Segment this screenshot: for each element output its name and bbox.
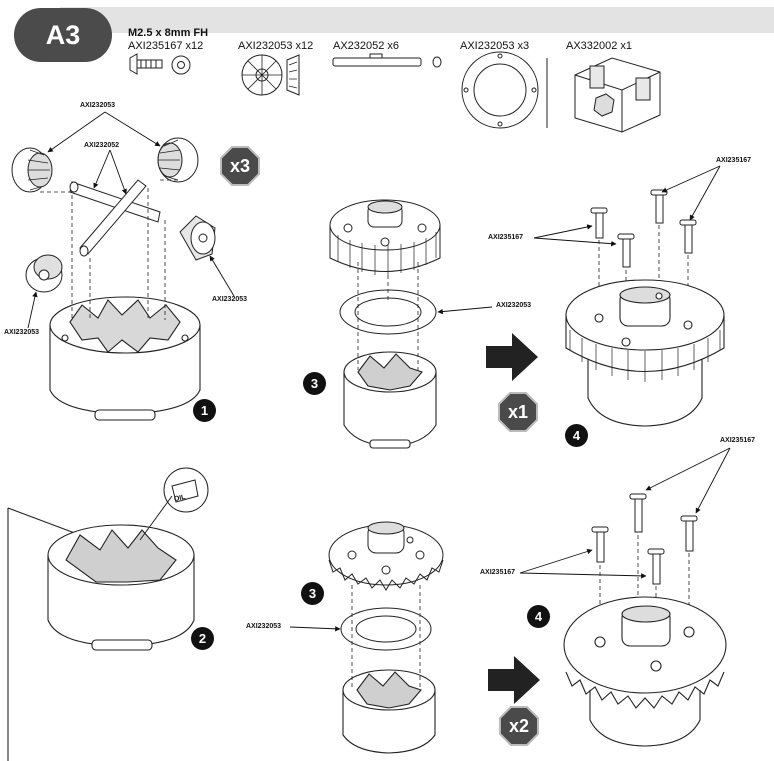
- bevel-gear-icon: [241, 54, 300, 96]
- assembled-diff-bottom: [563, 596, 727, 747]
- multiplier-badge-x1: x1: [498, 392, 538, 432]
- multiplier-badge-x3: x3: [220, 146, 260, 186]
- step-label: A3: [14, 8, 112, 62]
- part-name-screw: AXI235167 x12: [128, 40, 204, 52]
- ring-gear-bottom: [328, 521, 444, 591]
- leader-dashes-3-bottom: [351, 585, 421, 688]
- label-screw-bottom-right: AXI235167: [720, 437, 756, 444]
- label-screw-top-right: AXI235167: [716, 157, 752, 164]
- part-name-pin: AX232052 x6: [333, 40, 400, 52]
- label-screw-bottom-left: AXI235167: [480, 569, 516, 576]
- right-arrow-bottom: [488, 656, 540, 704]
- diff-case-icon: [574, 57, 661, 133]
- screws-top: [590, 189, 697, 268]
- gear-right: [179, 215, 216, 261]
- gear-left: [25, 254, 63, 293]
- part-name-gasket: AXI232053 x3: [460, 40, 530, 52]
- step-number-1: 1: [193, 399, 216, 422]
- gear-top-left: [11, 147, 53, 193]
- label-screw-top-left: AXI235167: [488, 234, 524, 241]
- diff-case-top: [343, 351, 437, 449]
- right-arrow-top: [486, 333, 538, 381]
- screw-title: M2.5 x 8mm FH: [128, 27, 209, 39]
- oil-bottle: [139, 467, 209, 541]
- label-pin: AXI232052: [84, 142, 120, 149]
- leader-dashes-3-top: [357, 262, 419, 370]
- callouts-4-bottom: [519, 447, 731, 579]
- label-gasket-bottom: AXI232053: [246, 623, 282, 630]
- assembled-diff-top: [565, 279, 725, 427]
- gasket-bottom: [340, 607, 432, 651]
- label-gear-right: AXI232053: [212, 296, 248, 303]
- gear-top-right: [157, 137, 199, 183]
- step-number-4-top: 4: [565, 424, 588, 447]
- callouts-4-top: [533, 165, 721, 247]
- screws-bottom: [591, 493, 698, 585]
- part-name-case: AX332002 x1: [566, 40, 633, 52]
- callout-gasket-bottom: [289, 626, 341, 632]
- part-name-gear: AXI232053 x12: [238, 40, 314, 52]
- diff-case-1: [49, 296, 201, 421]
- step-number-2: 2: [191, 627, 214, 650]
- cross-pin-icon: [332, 53, 442, 68]
- gasket-icon: [461, 51, 548, 129]
- step-number-3-top: 3: [303, 372, 326, 395]
- diff-case-2: [7, 507, 195, 761]
- spur-gear-top: [329, 199, 441, 275]
- callouts-1: [27, 111, 235, 329]
- header-bar: [60, 7, 774, 33]
- flat-head-screw-icon: [129, 53, 191, 75]
- label-gear-top: AXI232053: [80, 102, 116, 109]
- leader-dashes-1: [40, 179, 178, 320]
- label-gasket-top: AXI232053: [496, 302, 532, 309]
- label-gear-left: AXI232053: [4, 329, 40, 336]
- step-number-3-bottom: 3: [301, 582, 324, 605]
- multiplier-badge-x2: x2: [499, 706, 539, 746]
- step-number-4-bottom: 4: [527, 605, 550, 628]
- cross-pins: [69, 179, 161, 257]
- diff-case-bottom: [342, 669, 436, 754]
- callout-gasket-top: [437, 306, 493, 315]
